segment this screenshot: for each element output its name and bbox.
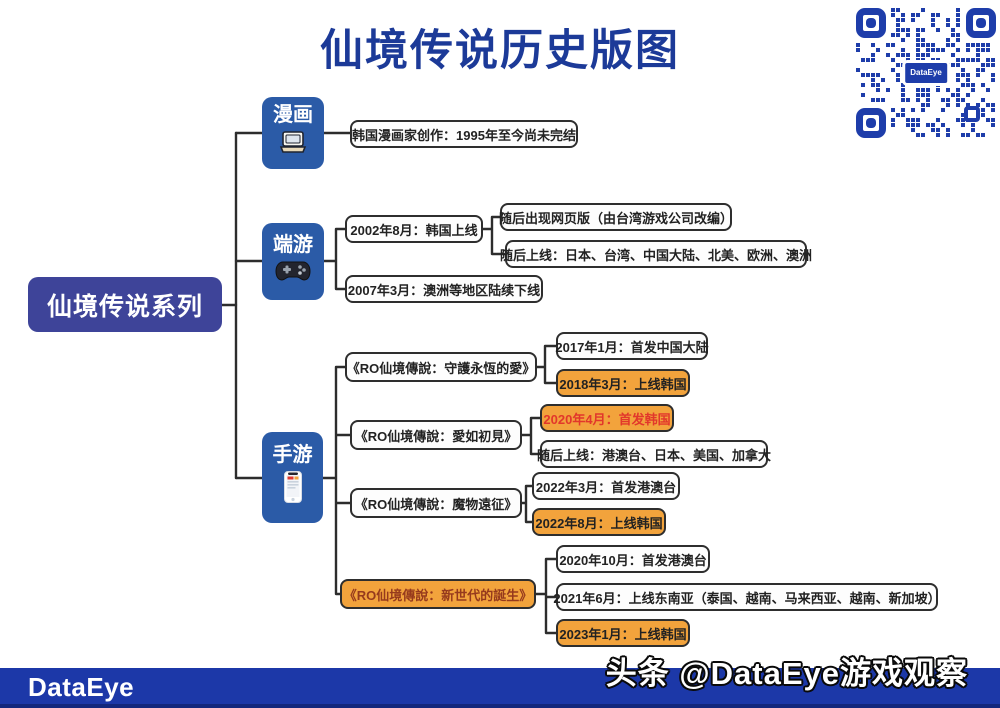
node-game2-event1: 2020年4月：首发韩国 bbox=[540, 404, 674, 432]
node-pc-launch: 2002年8月：韩国上线 bbox=[345, 215, 483, 243]
node-game2-event2: 随后上线：港澳台、日本、美国、加拿大 bbox=[537, 440, 771, 468]
node-pc-shutdown: 2007年3月：澳洲等地区陆续下线 bbox=[345, 275, 543, 303]
node-game4-title: 《RO仙境傳說：新世代的誕生》 bbox=[340, 579, 536, 609]
qr-code: DataEye bbox=[856, 8, 996, 138]
qr-finder-icon bbox=[856, 8, 886, 38]
node-comic-history: 韩国漫画家创作：1995年至今尚未完结 bbox=[350, 120, 578, 148]
node-game4-event1: 2020年10月：首发港澳台 bbox=[556, 545, 710, 573]
node-game4-event2: 2021年6月：上线东南亚（泰国、越南、马来西亚、越南、新加坡） bbox=[553, 583, 941, 611]
qr-finder-icon bbox=[966, 8, 996, 38]
node-game3-event1: 2022年3月：首发港澳台 bbox=[532, 472, 680, 500]
footer-logo: DataEye bbox=[28, 672, 135, 702]
branch-mobile: 手游 bbox=[262, 432, 323, 523]
qr-finder-icon bbox=[856, 108, 886, 138]
node-pc-expansion: 随后上线：日本、台湾、中国大陆、北美、欧洲、澳洲 bbox=[500, 240, 812, 268]
book-icon bbox=[278, 130, 308, 162]
watermark: 头条 @DataEye游戏观察 bbox=[605, 656, 968, 691]
branch-comic: 漫画 bbox=[262, 97, 324, 169]
gamepad-icon bbox=[275, 260, 311, 288]
qr-center-logo: DataEye bbox=[902, 60, 950, 86]
phone-icon bbox=[283, 470, 303, 510]
branch-mobile-label: 手游 bbox=[272, 444, 313, 466]
node-game1-title: 《RO仙境傳說：守護永恆的愛》 bbox=[345, 352, 537, 382]
root-node: 仙境传说系列 bbox=[28, 277, 222, 332]
branch-pc-label: 端游 bbox=[273, 234, 313, 256]
node-game2-title: 《RO仙境傳說：愛如初見》 bbox=[350, 420, 522, 450]
branch-comic-label: 漫画 bbox=[273, 103, 313, 126]
node-game3-event2: 2022年8月：上线韩国 bbox=[532, 508, 666, 536]
node-game3-title: 《RO仙境傳說：魔物遠征》 bbox=[350, 488, 522, 518]
node-pc-web-version: 随后出现网页版（由台湾游戏公司改编） bbox=[499, 203, 733, 231]
node-game1-event1: 2017年1月：首发中国大陆 bbox=[555, 332, 709, 360]
node-game4-event3: 2023年1月：上线韩国 bbox=[556, 619, 690, 647]
footer-bar: DataEye bbox=[0, 668, 1000, 708]
node-game1-event2: 2018年3月：上线韩国 bbox=[556, 369, 690, 397]
branch-pc: 端游 bbox=[262, 223, 324, 300]
page-title: 仙境传说历史版图 bbox=[320, 27, 680, 75]
qr-alignment-icon bbox=[964, 106, 980, 122]
